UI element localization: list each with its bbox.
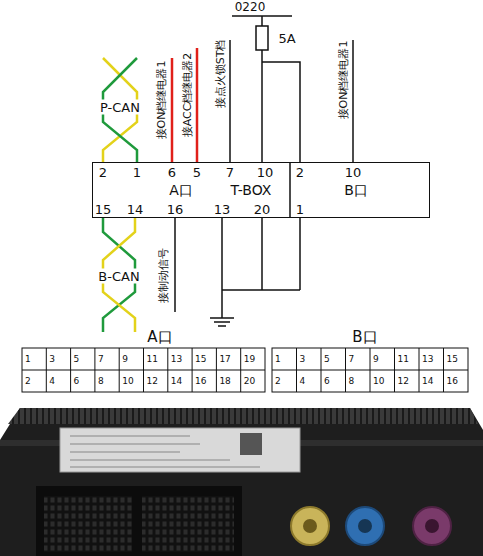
pin-number: 20 [254,203,271,216]
table-cell: 11 [398,355,409,364]
pin-number: 16 [167,203,184,216]
fuse-rating: 5A [278,32,295,45]
table-cell: 20 [244,377,255,386]
table-cell: 9 [373,355,379,364]
pin-number: 5 [193,166,201,179]
table-cell: 5 [74,355,80,364]
bus-name: P-CAN [98,100,142,115]
table-cell: 15 [195,355,206,364]
table-cell: 7 [98,355,104,364]
wire-label: 接ON档继电器1 [156,61,167,140]
pin-number: 14 [127,203,144,216]
table-cell: 9 [122,355,128,364]
section-name: A口 [169,183,193,197]
table-cell: 16 [447,377,458,386]
section-name: B口 [344,183,368,197]
table-cell: 13 [171,355,182,364]
table-cell: 8 [98,377,104,386]
fuse-symbol [256,26,268,50]
table-cell: 14 [422,377,433,386]
wire-label: 接ACC档继电器2 [182,53,193,138]
pin-number: 2 [99,166,107,179]
table-cell: 10 [122,377,133,386]
ground-wires [175,218,300,326]
pin-number: 2 [296,166,304,179]
product-sticker [60,428,300,472]
table-cell: 4 [300,377,306,386]
coax-blue [346,507,384,545]
net-name: 0220 [235,1,266,13]
wire-label: 接点火锁ST档 [215,40,226,109]
main-connector [36,486,242,556]
table-cell: 17 [219,355,230,364]
relay-wires [172,40,353,162]
table-cell: 10 [373,377,384,386]
table-cell: 13 [422,355,433,364]
table-cell: 4 [49,377,55,386]
table-title: A口 [147,330,172,345]
box-divider [289,162,291,218]
table-cell: 6 [74,377,80,386]
pin-table-grid [22,348,468,392]
table-cell: 12 [147,377,158,386]
table-cell: 12 [398,377,409,386]
supply-wire [232,16,300,162]
table-cell: 19 [244,355,255,364]
pin-number: 10 [257,166,274,179]
tbox-photo [0,408,483,556]
table-cell: 5 [324,355,330,364]
pin-number: 6 [168,166,176,179]
bus-name: B-CAN [96,269,141,284]
table-cell: 2 [25,377,31,386]
table-cell: 3 [49,355,55,364]
pin-table-columns [46,348,443,392]
wire-label: 接ON档继电器1 [338,41,349,120]
table-cell: 3 [300,355,306,364]
table-cell: 16 [195,377,206,386]
coax-purple [413,507,451,545]
coax-yellow [291,507,329,545]
table-cell: 1 [25,355,31,364]
table-title: B口 [352,330,377,345]
table-cell: 6 [324,377,330,386]
pin-number: 7 [226,166,234,179]
table-cell: 2 [275,377,281,386]
pin-number: 15 [95,203,112,216]
table-cell: 7 [349,355,355,364]
pin-number: 13 [214,203,231,216]
pin-number: 1 [133,166,141,179]
table-cell: 18 [219,377,230,386]
wire-label: 接制动信号 [158,248,169,303]
table-cell: 15 [447,355,458,364]
table-cell: 1 [275,355,281,364]
pin-number: 1 [296,203,304,216]
section-name: T-BOX [231,183,272,197]
pin-number: 10 [345,166,362,179]
table-cell: 8 [349,377,355,386]
table-cell: 14 [171,377,182,386]
table-cell: 11 [147,355,158,364]
